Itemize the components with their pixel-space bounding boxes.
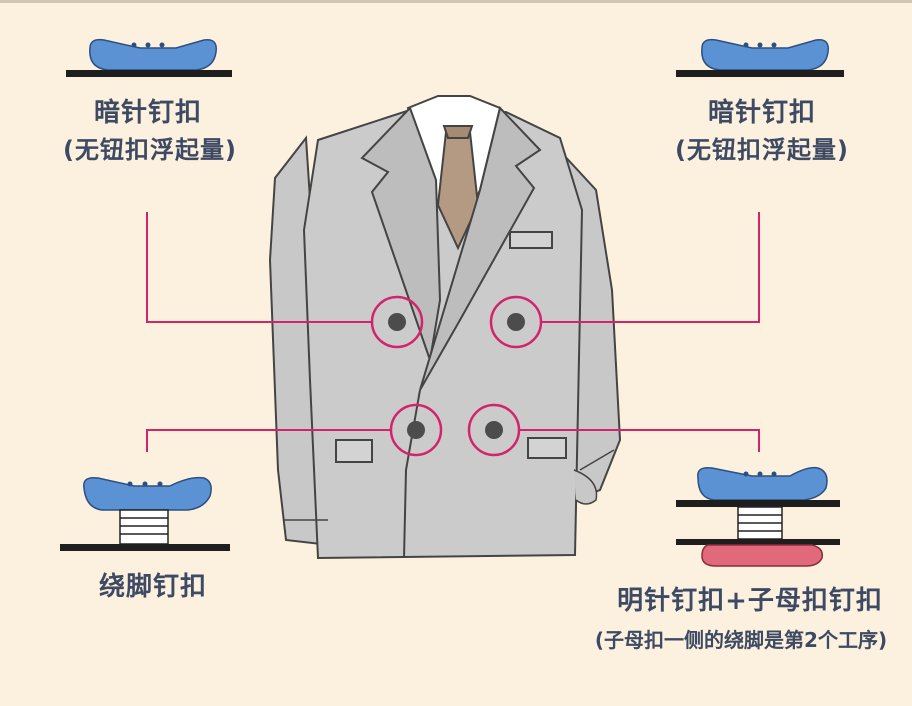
highlight-circle-bottom-left — [389, 403, 443, 457]
shank-button-icon — [60, 476, 230, 551]
label-bottom-right-note: (子母扣一侧的绕脚是第2个工序) — [594, 628, 888, 652]
jacket-button-bottom-right — [485, 421, 503, 439]
highlight-circle-top-left — [370, 295, 424, 349]
leader-line-top-left — [146, 212, 372, 323]
label-top-left-note: (无钮扣浮起量) — [63, 136, 237, 164]
leader-lines — [146, 212, 760, 452]
highlight-circle-top-right — [489, 295, 543, 349]
flat-button-icon-top-left — [66, 38, 232, 77]
shank-snap-button-icon — [676, 466, 840, 567]
leader-line-top-right — [540, 212, 760, 323]
leader-line-bottom-right — [520, 429, 760, 452]
label-top-left-title: 暗针钉扣 — [93, 98, 202, 128]
jacket-buttons — [370, 295, 543, 457]
suit-jacket — [268, 95, 622, 560]
label-top-right-note: (无钮扣浮起量) — [675, 136, 849, 164]
jacket-button-bottom-left — [407, 421, 425, 439]
leader-line-bottom-left — [146, 429, 390, 452]
jacket-button-top-left — [388, 313, 406, 331]
label-bottom-left-title: 绕脚钉扣 — [98, 572, 207, 602]
jacket-button-top-right — [507, 313, 525, 331]
highlight-circle-bottom-right — [467, 403, 521, 457]
flat-button-icon-top-right — [676, 38, 844, 77]
label-bottom-right-title: 明针钉扣+子母扣钉扣 — [617, 586, 883, 616]
top-border — [0, 0, 912, 3]
label-top-right-title: 暗针钉扣 — [707, 98, 816, 128]
